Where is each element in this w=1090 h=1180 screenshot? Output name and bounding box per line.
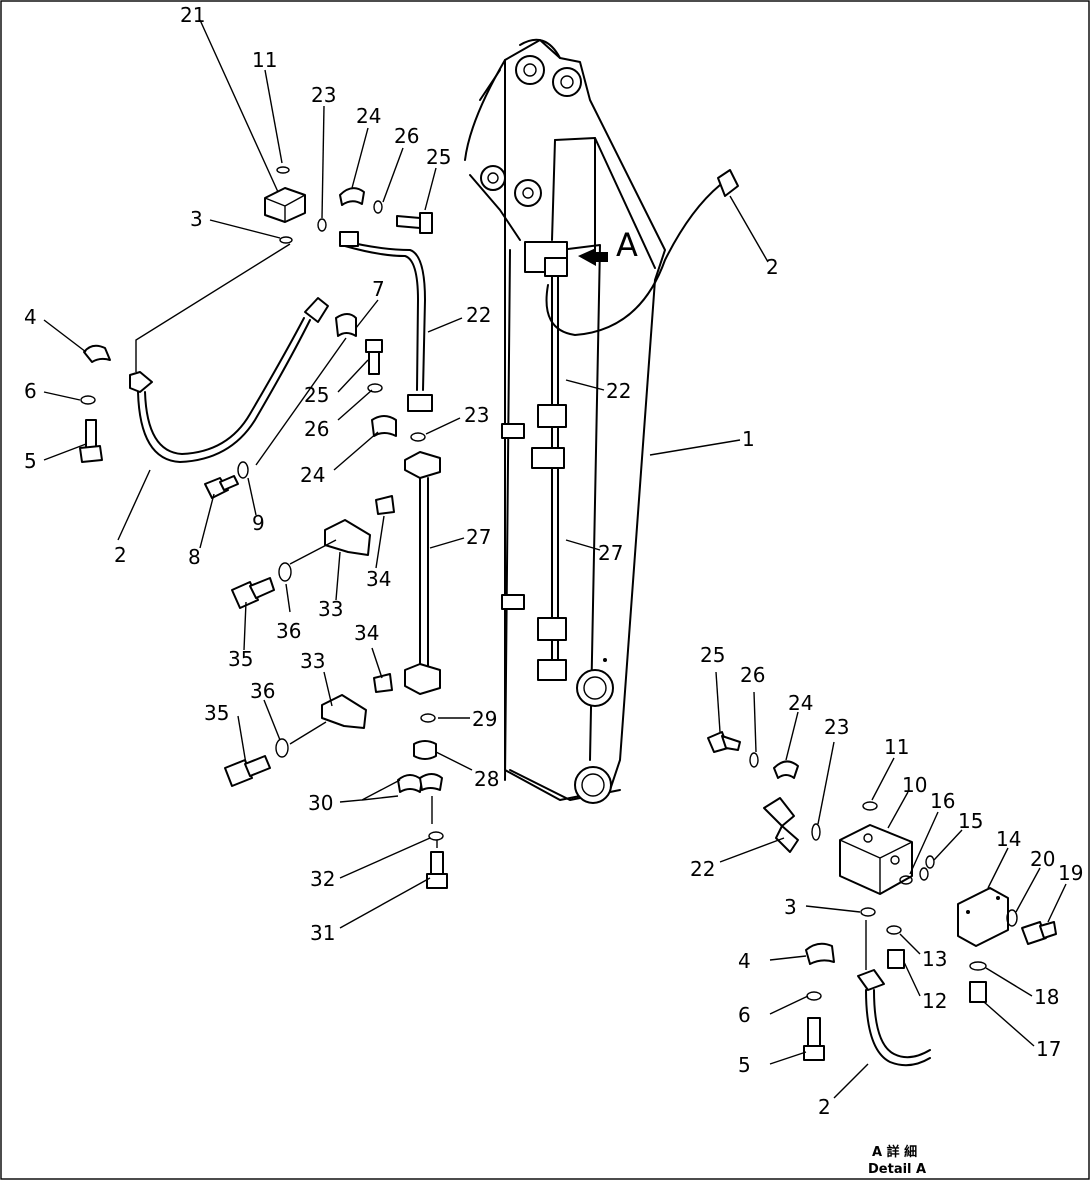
left-parts-group — [79, 166, 448, 889]
view-arrow-icon — [578, 248, 608, 266]
label-26-right: 26 — [740, 663, 765, 687]
label-36-lower: 36 — [250, 679, 275, 703]
label-8: 8 — [188, 545, 201, 569]
label-15: 15 — [958, 809, 983, 833]
label-18: 18 — [1034, 985, 1059, 1009]
label-20: 20 — [1030, 847, 1055, 871]
label-23-left: 23 — [464, 403, 489, 427]
label-32: 32 — [310, 867, 335, 891]
label-1: 1 — [742, 427, 755, 451]
label-12: 12 — [922, 989, 947, 1013]
part-labels: 21 11 23 24 26 25 3 4 6 5 2 7 22 25 26 2… — [24, 3, 1083, 1119]
label-36-upper: 36 — [276, 619, 301, 643]
label-23-right: 23 — [824, 715, 849, 739]
label-28: 28 — [474, 767, 499, 791]
label-27-arm: 27 — [598, 541, 623, 565]
label-13: 13 — [922, 947, 947, 971]
label-4-right: 4 — [738, 949, 751, 973]
label-3: 3 — [190, 207, 203, 231]
label-11-right: 11 — [884, 735, 909, 759]
label-7: 7 — [372, 277, 385, 301]
label-22-arm: 22 — [606, 379, 631, 403]
label-33-upper: 33 — [318, 597, 343, 621]
label-2-left: 2 — [114, 543, 127, 567]
label-24: 24 — [356, 104, 381, 128]
label-24-right: 24 — [788, 691, 813, 715]
view-marker-label: A — [616, 226, 638, 264]
label-23: 23 — [311, 83, 336, 107]
label-9: 9 — [252, 511, 265, 535]
label-17: 17 — [1036, 1037, 1061, 1061]
label-31: 31 — [310, 921, 335, 945]
label-35-lower: 35 — [204, 701, 229, 725]
label-11: 11 — [252, 48, 277, 72]
label-2-right: 2 — [818, 1095, 831, 1119]
label-21: 21 — [180, 3, 205, 27]
label-16: 16 — [930, 789, 955, 813]
label-27-left: 27 — [466, 525, 491, 549]
label-14: 14 — [996, 827, 1021, 851]
label-3-right: 3 — [784, 895, 797, 919]
arm-body — [464, 38, 739, 804]
label-22-left: 22 — [466, 303, 491, 327]
detail-a-group — [707, 731, 1057, 1067]
leader-lines — [43, 19, 1067, 1099]
label-30: 30 — [308, 791, 333, 815]
label-10: 10 — [902, 773, 927, 797]
label-4: 4 — [24, 305, 37, 329]
label-6: 6 — [24, 379, 37, 403]
label-26-left: 26 — [304, 417, 329, 441]
label-6-right: 6 — [738, 1003, 751, 1027]
label-34-upper: 34 — [366, 567, 391, 591]
label-26: 26 — [394, 124, 419, 148]
label-33-lower: 33 — [300, 649, 325, 673]
label-24-left: 24 — [300, 463, 325, 487]
label-2-arm: 2 — [766, 255, 779, 279]
detail-caption-japanese: A 詳 細 — [872, 1144, 917, 1160]
label-5: 5 — [24, 449, 37, 473]
label-29: 29 — [472, 707, 497, 731]
label-22-right: 22 — [690, 857, 715, 881]
label-35-upper: 35 — [228, 647, 253, 671]
label-19: 19 — [1058, 861, 1083, 885]
label-25-right: 25 — [700, 643, 725, 667]
detail-caption-english: Detail A — [868, 1162, 926, 1177]
label-25-left: 25 — [304, 383, 329, 407]
label-5-right: 5 — [738, 1053, 751, 1077]
label-34-lower: 34 — [354, 621, 379, 645]
label-25: 25 — [426, 145, 451, 169]
